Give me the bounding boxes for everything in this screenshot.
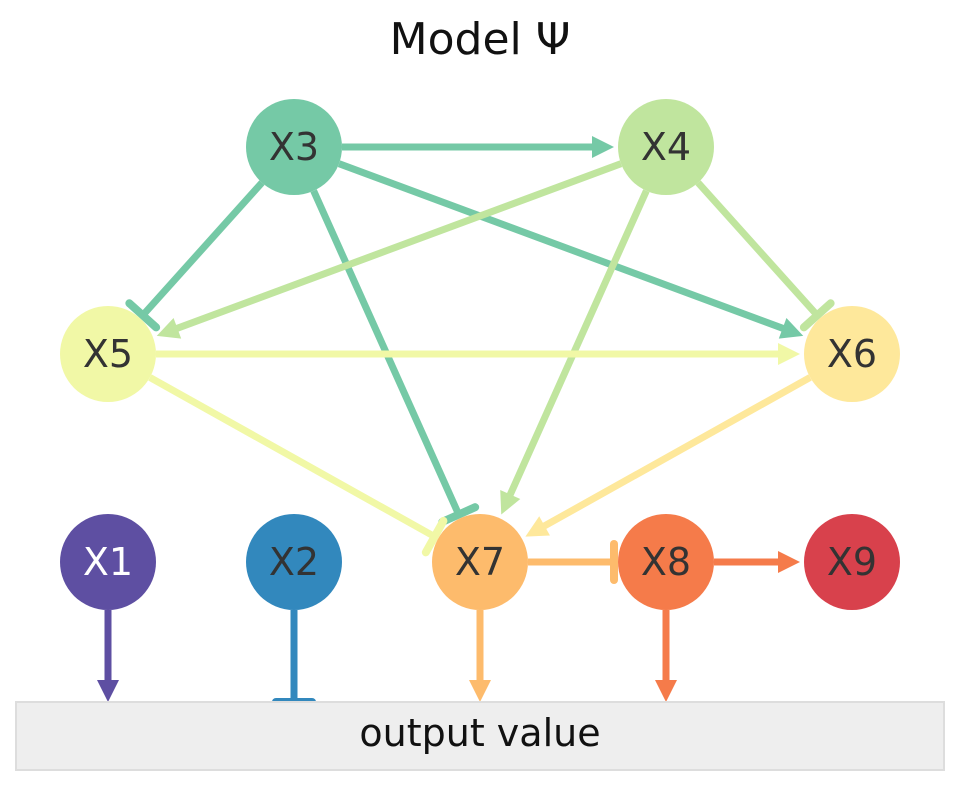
edge-x2-to-output (272, 610, 316, 706)
node-circle (804, 514, 900, 610)
edge-line (541, 374, 812, 530)
edge-line (174, 160, 623, 333)
node-circle (432, 514, 528, 610)
node-x3: X3 (246, 99, 342, 195)
edge-x4-to-x5 (156, 160, 623, 339)
edge-x6-to-x7 (525, 374, 812, 537)
edge-x4-to-x7 (500, 189, 650, 515)
diagram-title: Model Ψ (390, 14, 571, 65)
arrowhead-icon (500, 489, 521, 515)
edge-x4-to-x6 (695, 180, 835, 332)
edge-line (140, 180, 265, 318)
edge-x8-to-output (655, 610, 677, 702)
node-x6: X6 (804, 306, 900, 402)
node-circle (60, 514, 156, 610)
node-label: X3 (269, 125, 319, 169)
inhibition-bar-icon (799, 299, 835, 332)
node-circle (246, 514, 342, 610)
node-circle (246, 99, 342, 195)
node-label: X5 (83, 332, 133, 376)
node-circle (804, 306, 900, 402)
node-label: X6 (827, 332, 877, 376)
arrowhead-icon (778, 551, 800, 573)
node-circle (618, 514, 714, 610)
arrowhead-icon (469, 680, 491, 702)
edge-x3-to-x4 (342, 136, 614, 158)
edge-line (148, 374, 437, 540)
edge-line (337, 160, 786, 333)
node-label: X1 (83, 540, 133, 584)
arrowhead-icon (778, 343, 800, 365)
node-label: X2 (269, 540, 319, 584)
arrowhead-icon (778, 317, 804, 339)
node-label: X8 (641, 540, 691, 584)
inhibition-bar-icon (438, 503, 480, 526)
edge-x1-to-output (97, 610, 119, 702)
node-x9: X9 (804, 514, 900, 610)
node-label: X9 (827, 540, 877, 584)
node-circle (60, 306, 156, 402)
node-x5: X5 (60, 306, 156, 402)
edge-x8-to-x9 (714, 551, 800, 573)
node-label: X4 (641, 125, 691, 169)
edge-x7-to-x8 (528, 540, 618, 584)
edge-line (695, 180, 820, 318)
node-x1: X1 (60, 514, 156, 610)
arrowhead-icon (525, 516, 550, 537)
inhibition-bar-icon (125, 299, 161, 332)
node-x7: X7 (432, 514, 528, 610)
arrowhead-icon (156, 317, 182, 339)
edge-x7-to-output (469, 610, 491, 702)
node-x8: X8 (618, 514, 714, 610)
output-label: output value (359, 711, 600, 755)
edge-x3-to-x6 (337, 160, 804, 339)
edge-layer (97, 136, 835, 706)
output-box: output value (15, 701, 945, 771)
node-x2: X2 (246, 514, 342, 610)
edge-line (506, 189, 650, 498)
edge-x5-to-x7 (148, 374, 448, 557)
output-box-background (15, 701, 945, 771)
edge-x5-to-x6 (156, 343, 800, 365)
inhibition-bar-icon (421, 516, 448, 557)
arrowhead-icon (592, 136, 614, 158)
arrowhead-icon (655, 680, 677, 702)
node-circle (618, 99, 714, 195)
node-label: X7 (455, 540, 505, 584)
node-x4: X4 (618, 99, 714, 195)
edge-x3-to-x5 (125, 180, 265, 332)
arrowhead-icon (97, 680, 119, 702)
